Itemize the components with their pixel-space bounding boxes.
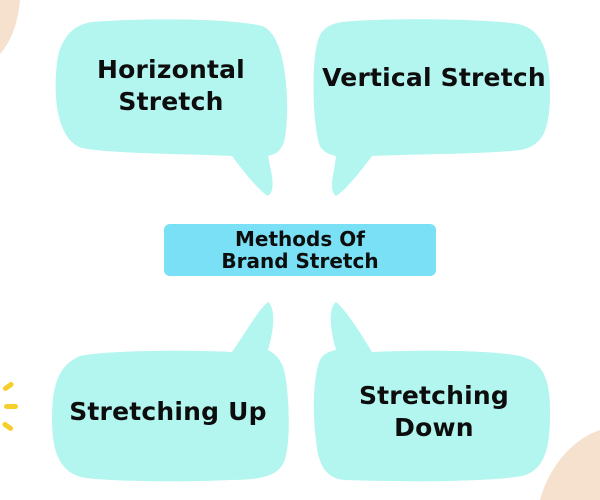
center-node-box: [164, 224, 436, 276]
decor-sparkle-icon: [2, 381, 18, 431]
bubble-vertical: [313, 19, 550, 196]
branch-label-horizontal: Horizontal Stretch: [97, 54, 245, 117]
branch-label-vertical: Vertical Stretch: [322, 62, 546, 92]
bubble-horizontal: [55, 19, 288, 196]
bubble-stretching-up: [52, 302, 289, 482]
center-node-label: Methods Of Brand Stretch: [221, 226, 379, 273]
branch-label-stretching-down: Stretching Down: [358, 380, 510, 443]
bubble-stretching-down: [313, 302, 550, 482]
decor-peach-top-left: [0, 0, 20, 54]
decor-peach-bottom-right: [540, 430, 600, 500]
branch-label-stretching-up: Stretching Up: [69, 396, 267, 426]
